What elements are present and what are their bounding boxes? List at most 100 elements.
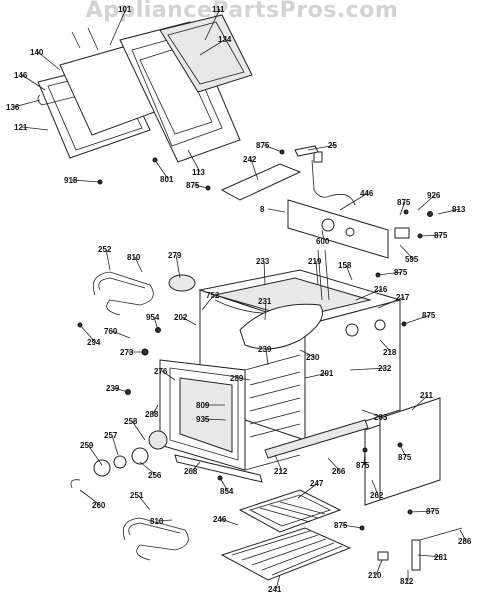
part-label-p760: 760 [104, 327, 118, 336]
part-label-p201: 201 [320, 369, 334, 378]
part-label-p239b: 239 [106, 384, 120, 393]
leader-p260 [79, 489, 101, 506]
leader-p752 [201, 294, 215, 311]
part-label-p600: 600 [316, 237, 330, 246]
leader-p289 [237, 377, 251, 381]
part-label-p113: 113 [192, 168, 205, 177]
leader-p875h [399, 444, 407, 458]
part-label-p256: 256 [148, 471, 162, 480]
part-label-p294: 294 [87, 338, 101, 347]
part-label-p230: 230 [306, 353, 320, 362]
leader-p875c [399, 201, 406, 216]
leader-p276 [161, 370, 176, 381]
leader-p279 [175, 254, 181, 279]
part-label-p8: 8 [260, 205, 265, 214]
part-label-p231: 231 [258, 297, 272, 306]
side-panel [364, 397, 441, 506]
leader-p216 [355, 288, 383, 301]
leader-p875a [263, 144, 283, 153]
part-label-p258: 258 [124, 417, 138, 426]
part-label-p251: 251 [130, 491, 144, 500]
part-label-p260: 260 [92, 501, 106, 510]
leader-p595 [399, 244, 414, 260]
leader-p262 [371, 479, 379, 496]
leader-p239b [113, 387, 129, 393]
part-label-p134: 134 [218, 35, 232, 44]
leader-p600 [321, 229, 325, 242]
part-label-p210: 210 [368, 571, 382, 580]
part-label-p875j: 875 [334, 521, 348, 530]
leader-p8 [267, 208, 286, 213]
leader-p256 [139, 461, 157, 476]
part-label-p875i: 875 [426, 507, 440, 516]
leader-p266 [327, 457, 341, 472]
leader-p252 [105, 248, 111, 271]
rack-guides [249, 371, 301, 438]
part-label-p202: 202 [174, 313, 188, 322]
leader-p219 [315, 260, 319, 286]
leader-lines [13, 8, 467, 590]
part-label-p121: 121 [14, 123, 28, 132]
part-label-p810a: 810 [127, 253, 141, 262]
leader-p212 [274, 454, 283, 472]
part-label-p101: 101 [118, 5, 132, 14]
leader-p121 [21, 126, 49, 131]
part-label-p233: 233 [256, 257, 270, 266]
part-label-p216: 216 [374, 285, 388, 294]
leader-p146 [21, 74, 46, 91]
leader-p926 [417, 194, 436, 211]
leader-p258 [131, 420, 146, 441]
part-label-p801: 801 [160, 175, 174, 184]
leader-p918 [71, 179, 101, 183]
leader-p231 [264, 300, 267, 321]
leader-p134 [199, 38, 227, 56]
oven-rack [220, 527, 352, 581]
part-label-p810b: 810 [150, 517, 164, 526]
leader-p241 [275, 574, 281, 590]
leader-p286 [459, 529, 467, 542]
part-label-p158: 158 [338, 261, 352, 270]
part-label-p268: 268 [184, 467, 198, 476]
leader-p230 [299, 349, 315, 358]
leader-p25 [307, 144, 337, 151]
leader-p158 [345, 264, 353, 281]
leader-p247 [297, 482, 319, 499]
leader-p136 [13, 99, 41, 108]
leader-p259 [87, 444, 103, 466]
leader-p294 [79, 324, 96, 343]
leader-p251 [137, 494, 151, 511]
part-label-p246: 246 [213, 515, 227, 524]
leader-p201 [304, 372, 329, 379]
leader-p211 [411, 394, 429, 411]
oven-front-frame [159, 354, 301, 471]
door-glass [159, 14, 253, 93]
part-label-p935: 935 [196, 415, 210, 424]
leader-p875f [403, 314, 431, 325]
part-label-p918: 918 [64, 176, 78, 185]
leader-p111 [204, 8, 221, 41]
part-label-p926: 926 [427, 191, 441, 200]
part-label-p203: 203 [374, 413, 388, 422]
part-label-p813: 813 [452, 205, 466, 214]
part-label-p286: 286 [458, 537, 472, 546]
leader-p810a [134, 256, 143, 273]
leader-p202 [181, 316, 197, 326]
part-label-p25: 25 [328, 141, 337, 150]
part-label-p212: 212 [274, 467, 288, 476]
part-label-p242: 242 [243, 155, 257, 164]
leader-p232 [349, 367, 387, 371]
leader-p875d [419, 234, 443, 237]
leader-p801 [154, 159, 169, 180]
leader-p113 [187, 149, 201, 173]
part-label-p273: 273 [120, 348, 134, 357]
part-label-p136: 136 [6, 103, 20, 112]
leader-p875j [341, 524, 363, 529]
leader-p203 [361, 409, 383, 418]
leader-p257 [111, 434, 119, 456]
part-label-p259: 259 [80, 441, 94, 450]
part-label-p875e: 875 [394, 268, 408, 277]
broiler-pan [238, 489, 342, 533]
leader-p101 [109, 8, 127, 46]
part-label-p279: 279 [168, 251, 182, 260]
